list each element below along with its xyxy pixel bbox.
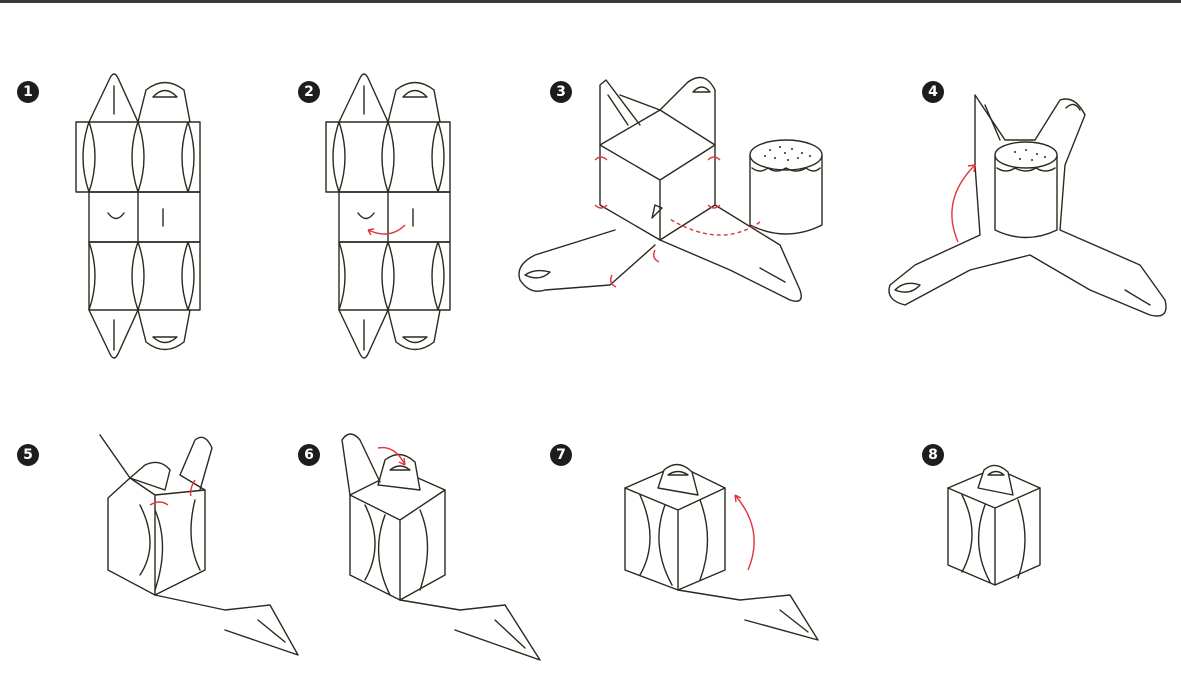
red-dashed-arrow [667, 217, 761, 236]
step-7-fold-last-arm [624, 463, 819, 641]
window-top-bar [0, 0, 1181, 3]
step-2-fold-side [325, 73, 451, 359]
step-5-badge: 5 [17, 444, 39, 466]
step-6-close-top [341, 433, 541, 661]
step-2-badge: 2 [298, 81, 320, 103]
step-8-finished-box [947, 464, 1041, 586]
step-8-badge: 8 [922, 444, 944, 466]
step-3-badge: 3 [550, 81, 572, 103]
step-1-flat-net [75, 73, 201, 359]
step-7-badge: 7 [550, 444, 572, 466]
step-4-badge: 4 [922, 81, 944, 103]
step-3-place-item [518, 76, 823, 302]
step-5-close-sides [99, 434, 299, 656]
step-1-badge: 1 [17, 81, 39, 103]
red-fold-arrow [367, 224, 406, 235]
red-fold-arrow [951, 164, 976, 243]
step-6-badge: 6 [298, 444, 320, 466]
red-fold-arrow [734, 494, 755, 571]
step-4-fold-up [888, 94, 1167, 317]
